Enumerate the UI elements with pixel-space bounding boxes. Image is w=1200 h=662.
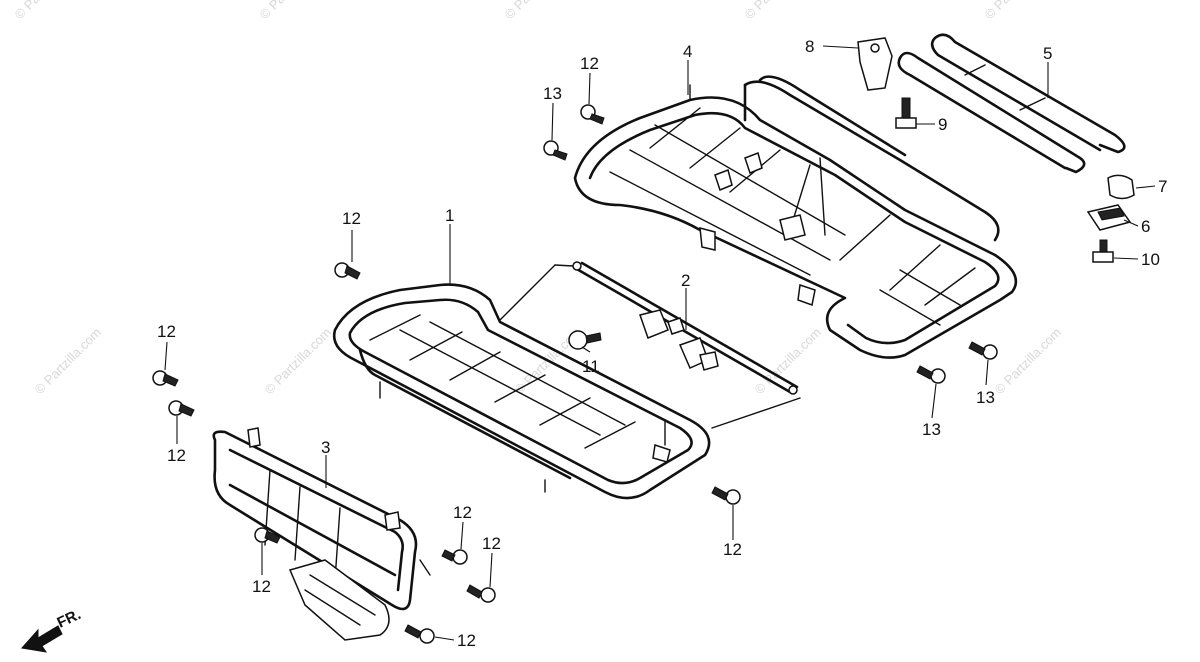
watermark: © Partzilla.com (752, 325, 825, 398)
flange-bolts (152, 104, 998, 644)
bolt-12-upper-left (334, 262, 361, 280)
callout-13: 13 (976, 388, 995, 407)
bolt-12-left-a (152, 370, 179, 387)
callout-12: 12 (457, 631, 476, 650)
front-carrier-part-1 (332, 283, 711, 500)
callout-12: 12 (157, 322, 176, 341)
watermark: © Partzilla.com (32, 325, 105, 398)
callout-7: 7 (1158, 177, 1167, 196)
watermark: © Partzilla.com (257, 0, 330, 22)
bolt-part-9 (895, 97, 917, 129)
callout-8: 8 (805, 37, 814, 56)
callout-4: 4 (683, 42, 692, 61)
bolt-13-a (580, 104, 605, 125)
callout-12: 12 (167, 446, 186, 465)
bolt-part-11 (568, 330, 602, 350)
carrier-stay-part-5 (897, 33, 1126, 174)
bolt-12-mid-a (441, 549, 468, 565)
nut-part-7 (1107, 174, 1135, 200)
bolt-13-c (916, 365, 946, 384)
watermark: © Partzilla.com (992, 325, 1065, 398)
bolt-13-d (968, 341, 998, 360)
callout-12: 12 (482, 534, 501, 553)
bolt-12-right (711, 486, 741, 505)
rear-carrier-part-4 (573, 75, 1018, 359)
bolt-12-bottom (404, 624, 435, 644)
watermark: © Partzilla.com (742, 0, 815, 22)
front-direction-indicator: FR. (21, 606, 84, 653)
callout-13: 12 (580, 54, 599, 73)
callout-12: 12 (453, 503, 472, 522)
leader-lines (164, 45, 1156, 641)
callout-labels: 1 2 3 4 5 6 7 8 9 10 11 12 12 12 12 12 1… (157, 37, 1167, 650)
callout-11: 11 (582, 357, 600, 376)
pipe-part-2 (499, 261, 801, 429)
bolt-part-10 (1092, 239, 1114, 263)
bolt-12-mid-b (466, 584, 496, 603)
watermark: © Partzilla.com (982, 0, 1055, 22)
front-arrow-icon (21, 625, 63, 653)
bolt-12-left-b (168, 400, 195, 417)
bracket-part-8 (857, 37, 893, 91)
front-direction-label: FR. (55, 606, 84, 632)
callout-13: 13 (922, 420, 941, 439)
watermark: © Partzilla.com (12, 0, 85, 22)
callout-12: 12 (342, 209, 361, 228)
bolt-13-b (543, 140, 568, 161)
callout-2: 2 (681, 271, 690, 290)
callout-6: 6 (1141, 217, 1150, 236)
callout-3: 3 (321, 438, 330, 457)
callout-12: 12 (252, 577, 271, 596)
callout-13: 13 (543, 84, 562, 103)
callout-5: 5 (1043, 44, 1052, 63)
clip-part-6 (1086, 204, 1132, 231)
callout-12: 12 (723, 540, 742, 559)
watermark: © Partzilla.com (502, 0, 575, 22)
front-guard-part-3 (212, 427, 431, 641)
callout-1: 1 (445, 206, 454, 225)
bolt-12-guard (254, 527, 281, 544)
callout-9: 9 (938, 115, 947, 134)
watermark: © Partzilla.com (262, 325, 335, 398)
callout-10: 10 (1141, 250, 1160, 269)
